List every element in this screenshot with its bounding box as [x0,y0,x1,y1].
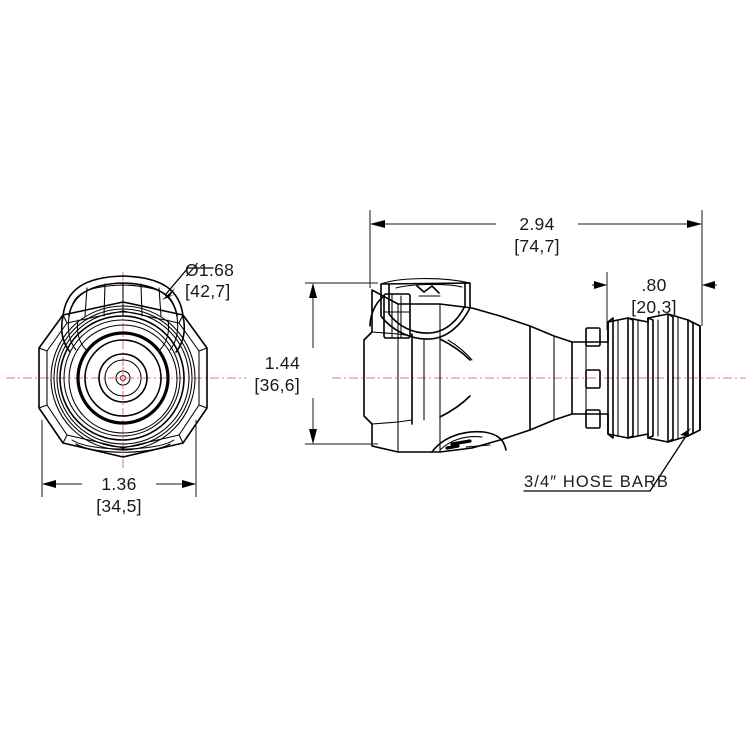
barb-arrow-right [702,281,715,289]
side-body-ribs [371,303,441,453]
overall-arrow-right [687,220,702,228]
height-arrow-bottom [309,429,317,444]
side-release-lever [380,278,471,340]
barb-arrow-left [594,281,607,289]
side-lever-outer [380,282,471,340]
side-view [363,278,701,453]
side-collar-block [383,293,411,339]
front-hex-inner-chamfer [46,310,200,449]
barb-length-value-inch: .80 [641,275,666,295]
side-thumb-pad-outline [431,430,507,453]
width-value-mm: [34,5] [96,496,142,516]
front-clip-left-arm [60,315,71,353]
front-hex-outer-profile [38,301,208,458]
hose-barb-leader-line [649,432,689,492]
width-arrow-right [182,480,196,488]
hose-barb-leader [523,428,691,492]
side-wrench-flats [585,327,601,429]
overall-length-value-inch: 2.94 [519,214,554,234]
barb-length-dimension-group [592,272,717,330]
front-center-cross [112,367,134,389]
barb-ridge-3 [647,317,654,439]
front-view [38,275,208,458]
diameter-value-mm: [42,7] [185,281,231,301]
side-stem-barrel [529,325,573,431]
height-dimension-group [305,282,378,445]
side-collar-detail [369,293,411,339]
width-value-inch: 1.36 [101,474,136,494]
hose-barb-label: 3/4″ HOSE BARB [524,473,669,491]
diameter-leader [162,267,214,300]
side-hose-barb-ridges [607,313,701,443]
height-arrow-top [309,283,317,298]
side-collar-left-flank [369,295,385,327]
diameter-value-inch: Ø1.68 [185,260,234,280]
hose-barb-leader-arrowhead [680,428,691,443]
front-clip-right-arm [175,315,186,353]
side-lever-inner-curve [388,283,466,334]
height-value-mm: [36,6] [254,375,300,395]
width-dimension-group [41,420,197,497]
front-lower-shading [71,439,175,453]
width-arrow-left [42,480,56,488]
side-shoulder-lower [439,395,471,418]
barb-ridge-2 [627,317,634,439]
overall-arrow-left [370,220,385,228]
side-lever-top-face [380,278,471,285]
side-shoulder-upper [439,338,471,361]
overall-length-value-mm: [74,7] [514,236,560,256]
barb-ridge-1 [607,317,614,439]
front-clip-outer [62,275,184,317]
barb-ridge-4 [667,313,674,443]
barb-ridge-5 [687,319,694,437]
height-value-inch: 1.44 [265,353,300,373]
side-shoulder [439,338,473,418]
diameter-leader-arrowhead [162,288,176,300]
front-release-clip [60,275,186,353]
side-lever-grip-notch [416,285,440,294]
barb-length-value-mm: [20,3] [631,297,677,317]
side-thumb-pad [431,430,507,453]
diameter-leader-line [165,267,214,295]
